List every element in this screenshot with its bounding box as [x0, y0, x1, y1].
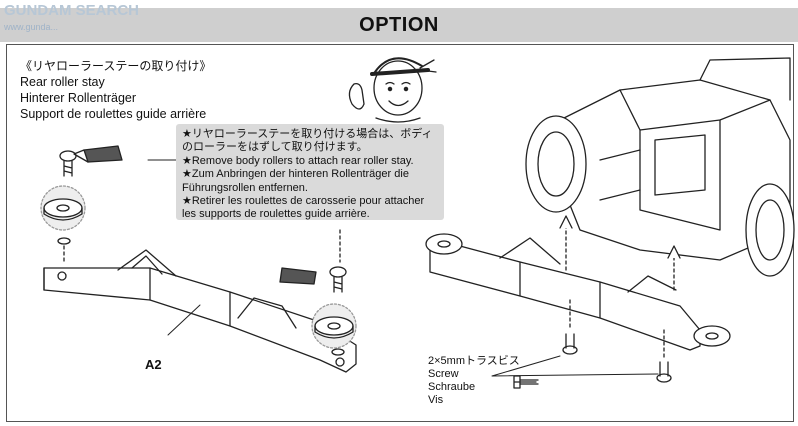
screw-label-jp: 2×5mmトラスビス: [428, 355, 520, 367]
page-title: OPTION: [359, 14, 439, 36]
title-fr: Support de roulettes guide arrière: [20, 107, 207, 121]
title-jp: 《リヤローラーステーの取り付け》: [20, 59, 212, 73]
note-line: les supports de roulettes guide arrière.: [182, 208, 370, 221]
title-en: Rear roller stay: [20, 75, 105, 89]
chassis-illustration: [525, 57, 795, 277]
watermark-text: GUNDAM SEARCH: [4, 2, 139, 19]
note-line: Führungsrollen entfernen.: [182, 181, 308, 194]
note-line: ★リヤローラーステーを取り付ける場合は、ボディ: [182, 128, 433, 140]
watermark-url: www.gunda...: [4, 22, 59, 32]
right-roller-parts: [279, 229, 357, 356]
title-de: Hinterer Rollenträger: [20, 91, 137, 105]
watermark-logo: GUNDAM SEARCH www.gunda...: [4, 2, 174, 32]
header-band: [0, 8, 798, 42]
note-line: ★Zum Anbringen der hinteren Rollenträger…: [182, 168, 409, 181]
instruction-note: ★リヤローラーステーを取り付ける場合は、ボディ のローラーをはずして取り付けます…: [176, 124, 444, 220]
screw-label-en: Screw: [428, 368, 459, 380]
rear-roller-stay-installed: [425, 215, 731, 351]
screw-label-fr: Vis: [428, 394, 444, 406]
left-roller-parts: [40, 145, 123, 263]
note-line: ★Retirer les roulettes de carosserie pou…: [182, 195, 425, 208]
truss-screws: [491, 299, 672, 389]
part-label-a2: A2: [145, 357, 162, 372]
screw-callout: 2×5mmトラスビス Screw Schraube Vis: [428, 355, 520, 407]
rear-roller-stay-a2: [43, 249, 357, 373]
screw-label-de: Schraube: [428, 381, 476, 393]
note-line: のローラーをはずして取り付けます。: [182, 141, 368, 154]
section-titles: 《リヤローラーステーの取り付け》 Rear roller stay Hinter…: [20, 58, 211, 122]
note-line: ★Remove body rollers to attach rear roll…: [182, 154, 414, 167]
mascot-illustration: [348, 57, 437, 123]
header: OPTION GUNDAM SEARCH www.gunda...: [0, 0, 798, 42]
